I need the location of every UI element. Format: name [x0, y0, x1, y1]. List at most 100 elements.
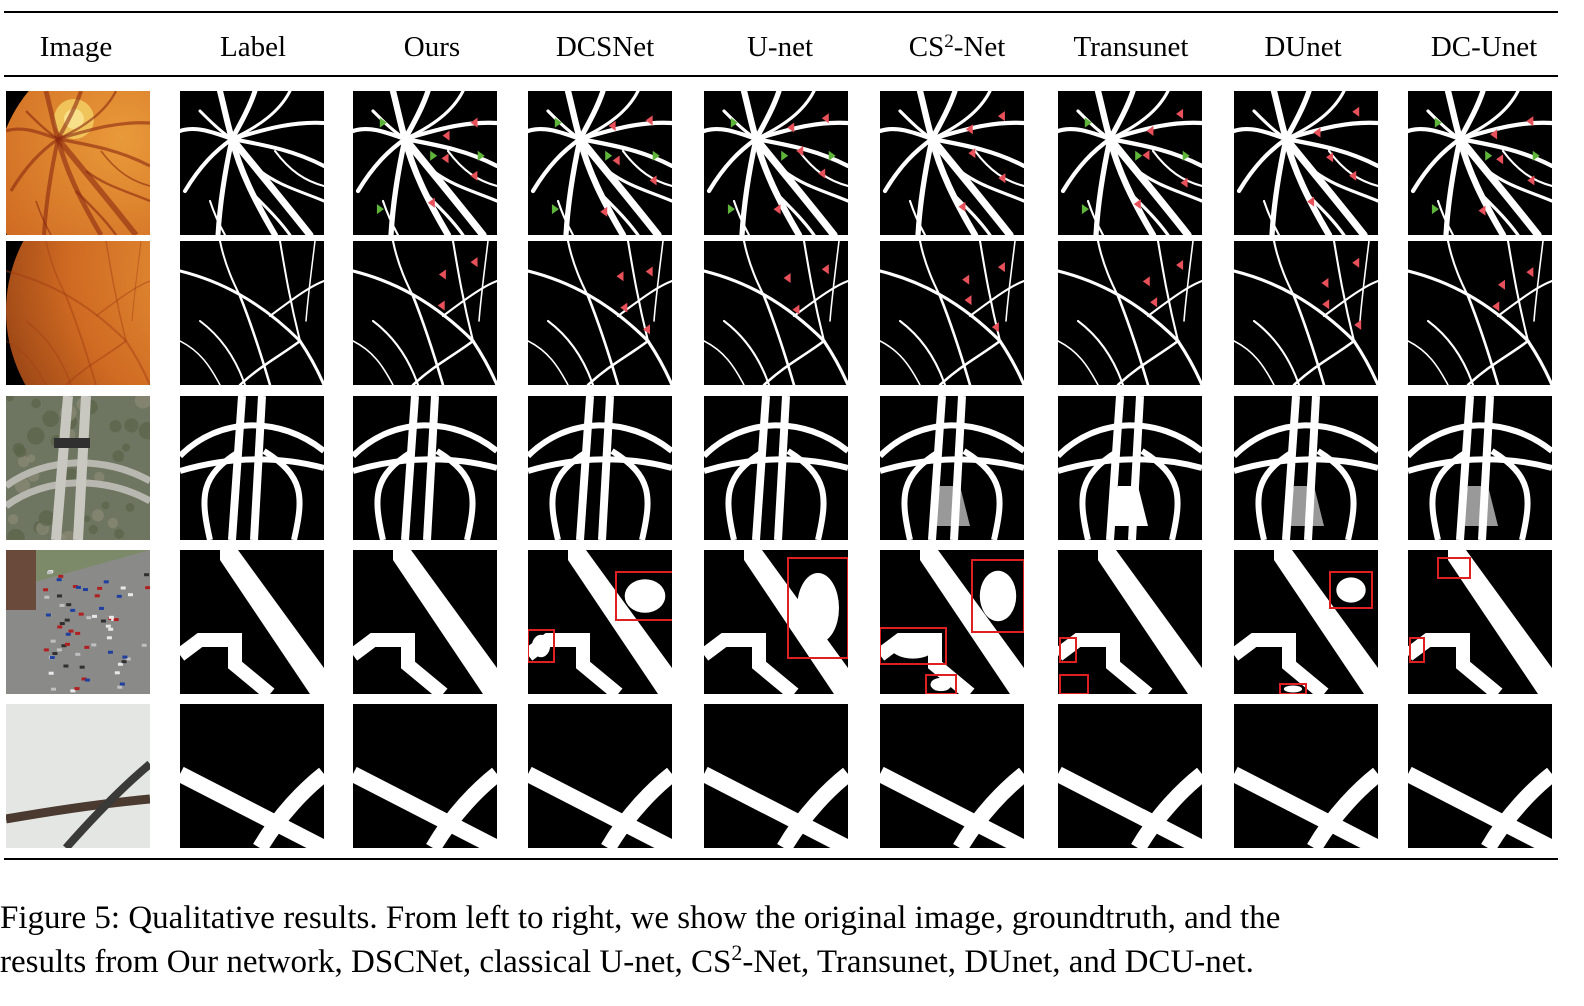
- segmentation-mask: [1408, 550, 1552, 694]
- result-cell-crack-rod-5: [880, 704, 1024, 848]
- result-cell-retina-periphery-5: [880, 241, 1024, 385]
- result-cell-aerial-parking-7: [1234, 550, 1378, 694]
- segmentation-mask: [1234, 550, 1378, 694]
- segmentation-mask: [180, 704, 324, 848]
- result-cell-aerial-parking-5: [880, 550, 1024, 694]
- result-cell-aerial-highway-6: [1058, 396, 1202, 540]
- result-cell-aerial-parking-8: [1408, 550, 1552, 694]
- table-bottom-rule: [4, 858, 1558, 860]
- result-cell-aerial-highway-2: [353, 396, 497, 540]
- segmentation-mask: [704, 396, 848, 540]
- caption-line-2: results from Our network, DSCNet, classi…: [0, 940, 1584, 984]
- result-cell-retina-periphery-3: [528, 241, 672, 385]
- result-cell-aerial-highway-1: [180, 396, 324, 540]
- segmentation-mask: [880, 704, 1024, 848]
- figure-caption: Figure 5: Qualitative results. From left…: [0, 896, 1584, 984]
- segmentation-mask: [353, 241, 497, 385]
- segmentation-mask: [180, 241, 324, 385]
- column-header-3: DCSNet: [555, 31, 655, 63]
- result-cell-crack-rod-6: [1058, 704, 1202, 848]
- result-cell-aerial-highway-8: [1408, 396, 1552, 540]
- result-cell-retina-optic-disc-0: [6, 91, 150, 235]
- input-image: [6, 550, 150, 694]
- result-cell-retina-periphery-6: [1058, 241, 1202, 385]
- segmentation-mask: [704, 241, 848, 385]
- input-image: [6, 91, 150, 235]
- segmentation-mask: [180, 396, 324, 540]
- result-cell-crack-rod-1: [180, 704, 324, 848]
- result-cell-crack-rod-2: [353, 704, 497, 848]
- segmentation-mask: [880, 91, 1024, 235]
- caption-superscript: 2: [731, 940, 743, 965]
- segmentation-mask: [1058, 241, 1202, 385]
- segmentation-mask: [704, 91, 848, 235]
- result-cell-aerial-highway-3: [528, 396, 672, 540]
- column-header-5: CS2-Net: [908, 31, 1006, 63]
- segmentation-mask: [180, 91, 324, 235]
- segmentation-mask: [1408, 91, 1552, 235]
- segmentation-mask: [1234, 91, 1378, 235]
- result-cell-crack-rod-7: [1234, 704, 1378, 848]
- column-header-7: DUnet: [1264, 31, 1342, 63]
- segmentation-mask: [880, 241, 1024, 385]
- segmentation-mask: [353, 550, 497, 694]
- result-cell-aerial-highway-5: [880, 396, 1024, 540]
- table-top-rule: [4, 11, 1558, 13]
- result-cell-retina-optic-disc-4: [704, 91, 848, 235]
- result-cell-retina-optic-disc-6: [1058, 91, 1202, 235]
- result-cell-retina-periphery-0: [6, 241, 150, 385]
- caption-line-2-start: results from Our network, DSCNet, classi…: [0, 944, 732, 980]
- result-cell-aerial-highway-0: [6, 396, 150, 540]
- result-cell-aerial-parking-6: [1058, 550, 1202, 694]
- segmentation-mask: [704, 550, 848, 694]
- segmentation-mask: [1408, 241, 1552, 385]
- input-image: [6, 704, 150, 848]
- result-cell-retina-periphery-4: [704, 241, 848, 385]
- segmentation-mask: [1234, 396, 1378, 540]
- result-cell-crack-rod-3: [528, 704, 672, 848]
- result-cell-aerial-parking-1: [180, 550, 324, 694]
- result-cell-crack-rod-0: [6, 704, 150, 848]
- segmentation-mask: [1058, 550, 1202, 694]
- caption-line-1: Figure 5: Qualitative results. From left…: [0, 900, 1281, 936]
- segmentation-mask: [1408, 704, 1552, 848]
- column-header-2: Ours: [403, 31, 461, 63]
- column-header-8: DC-Unet: [1430, 31, 1538, 63]
- segmentation-mask: [704, 704, 848, 848]
- result-cell-aerial-highway-4: [704, 396, 848, 540]
- segmentation-mask: [528, 91, 672, 235]
- segmentation-mask: [528, 241, 672, 385]
- segmentation-mask: [528, 704, 672, 848]
- result-cell-crack-rod-4: [704, 704, 848, 848]
- result-cell-aerial-parking-0: [6, 550, 150, 694]
- result-cell-retina-optic-disc-8: [1408, 91, 1552, 235]
- segmentation-mask: [880, 396, 1024, 540]
- input-image: [6, 396, 150, 540]
- result-cell-retina-periphery-2: [353, 241, 497, 385]
- result-cell-aerial-highway-7: [1234, 396, 1378, 540]
- segmentation-mask: [1234, 241, 1378, 385]
- result-cell-retina-optic-disc-5: [880, 91, 1024, 235]
- segmentation-mask: [353, 91, 497, 235]
- result-cell-retina-optic-disc-7: [1234, 91, 1378, 235]
- segmentation-mask: [528, 396, 672, 540]
- result-cell-crack-rod-8: [1408, 704, 1552, 848]
- segmentation-mask: [180, 550, 324, 694]
- result-cell-aerial-parking-2: [353, 550, 497, 694]
- segmentation-mask: [528, 550, 672, 694]
- segmentation-mask: [353, 704, 497, 848]
- result-cell-retina-optic-disc-3: [528, 91, 672, 235]
- result-cell-retina-optic-disc-1: [180, 91, 324, 235]
- result-cell-retina-periphery-1: [180, 241, 324, 385]
- result-cell-aerial-parking-3: [528, 550, 672, 694]
- input-image: [6, 241, 150, 385]
- segmentation-mask: [353, 396, 497, 540]
- segmentation-mask: [880, 550, 1024, 694]
- column-header-4: U-net: [746, 31, 814, 63]
- column-header-1: Label: [219, 31, 286, 63]
- segmentation-mask: [1058, 704, 1202, 848]
- result-cell-retina-periphery-7: [1234, 241, 1378, 385]
- segmentation-mask: [1058, 91, 1202, 235]
- column-header-6: Transunet: [1073, 31, 1189, 63]
- result-cell-retina-periphery-8: [1408, 241, 1552, 385]
